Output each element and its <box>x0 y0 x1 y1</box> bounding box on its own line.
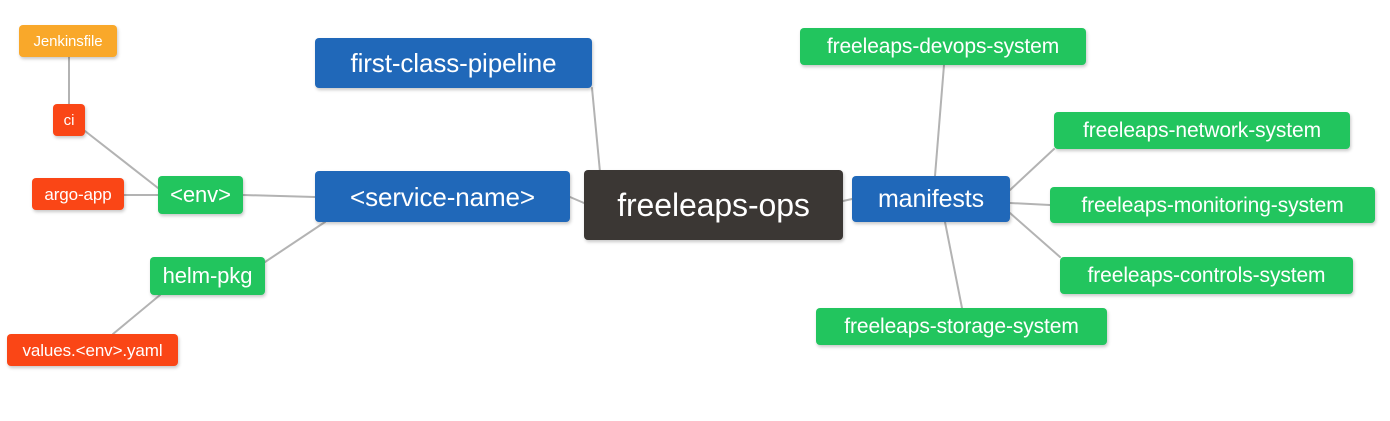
node-label-freeleaps-network-system: freeleaps-network-system <box>1082 119 1321 142</box>
node-label-argo-app: argo-app <box>44 184 112 204</box>
node-label-values-env-yaml: values.<env>.yaml <box>22 340 163 360</box>
node-freeleaps-storage-system[interactable]: freeleaps-storage-system <box>816 308 1107 345</box>
node-first-class-pipeline[interactable]: first-class-pipeline <box>315 38 592 88</box>
edge-freeleaps-ops-to-manifests <box>842 198 853 202</box>
node-label-freeleaps-storage-system: freeleaps-storage-system <box>844 315 1079 338</box>
edge-freeleaps-ops-to-service-name <box>569 196 585 204</box>
node-label-freeleaps-monitoring-system: freeleaps-monitoring-system <box>1081 193 1344 217</box>
node-label-first-class-pipeline: first-class-pipeline <box>350 48 557 78</box>
node-label-ci: ci <box>63 111 75 129</box>
node-service-name[interactable]: <service-name> <box>315 171 570 222</box>
edge-manifests-to-freeleaps-devops-system <box>934 64 945 177</box>
edge-manifests-to-freeleaps-network-system <box>1009 148 1055 191</box>
edge-manifests-to-freeleaps-storage-system <box>944 221 963 309</box>
node-label-env: <env> <box>170 182 231 207</box>
node-freeleaps-network-system[interactable]: freeleaps-network-system <box>1054 112 1350 149</box>
edge-service-name-to-helm-pkg <box>264 221 326 263</box>
node-freeleaps-devops-system[interactable]: freeleaps-devops-system <box>800 28 1086 65</box>
node-label-helm-pkg: helm-pkg <box>162 263 253 288</box>
node-label-freeleaps-devops-system: freeleaps-devops-system <box>826 35 1060 58</box>
edge-helm-pkg-to-values-env-yaml <box>112 294 161 335</box>
node-ci[interactable]: ci <box>53 104 85 136</box>
node-freeleaps-controls-system[interactable]: freeleaps-controls-system <box>1060 257 1353 294</box>
node-helm-pkg[interactable]: helm-pkg <box>150 257 265 295</box>
edge-manifests-to-freeleaps-monitoring-system <box>1009 202 1051 206</box>
node-env[interactable]: <env> <box>158 176 243 214</box>
node-label-manifests: manifests <box>877 184 985 213</box>
node-label-freeleaps-ops: freeleaps-ops <box>617 187 810 223</box>
node-argo-app[interactable]: argo-app <box>32 178 124 210</box>
edge-service-name-to-env <box>242 194 316 198</box>
node-label-freeleaps-controls-system: freeleaps-controls-system <box>1087 264 1326 287</box>
edge-freeleaps-ops-to-first-class-pipeline <box>591 87 601 173</box>
node-manifests[interactable]: manifests <box>852 176 1010 222</box>
node-jenkinsfile[interactable]: Jenkinsfile <box>19 25 117 57</box>
node-label-jenkinsfile: Jenkinsfile <box>33 32 103 50</box>
node-freeleaps-ops[interactable]: freeleaps-ops <box>584 170 843 240</box>
node-label-service-name: <service-name> <box>349 181 536 212</box>
node-freeleaps-monitoring-system[interactable]: freeleaps-monitoring-system <box>1050 187 1375 223</box>
node-values-env-yaml[interactable]: values.<env>.yaml <box>7 334 178 366</box>
